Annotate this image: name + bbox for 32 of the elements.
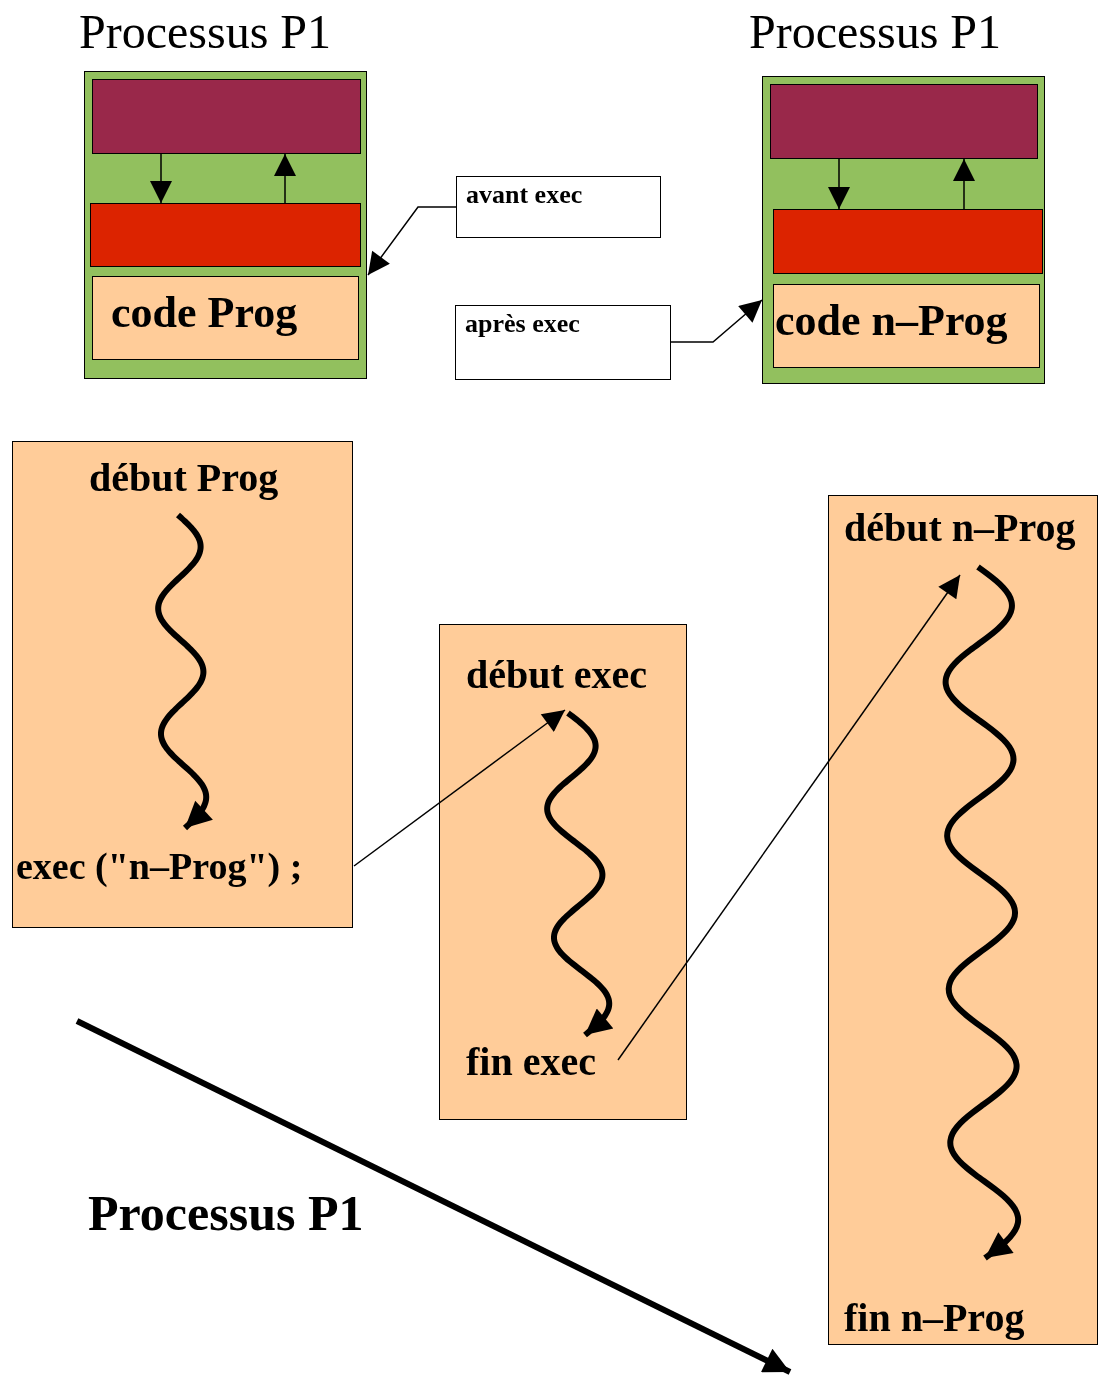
code-label: code Prog — [111, 289, 298, 338]
code-label: code n–Prog — [775, 297, 1008, 346]
arrow — [367, 206, 457, 276]
memory-block — [773, 209, 1043, 274]
end-label: fin exec — [466, 1040, 596, 1084]
program-panel — [828, 495, 1098, 1345]
end-label: fin n–Prog — [844, 1296, 1025, 1340]
arrow — [617, 574, 961, 1061]
box-label: avant exec — [466, 181, 583, 210]
arrow — [670, 299, 763, 343]
start-label: début n–Prog — [844, 506, 1076, 550]
code-box — [92, 276, 359, 360]
program-panel — [439, 624, 687, 1120]
memory-block — [770, 84, 1038, 159]
start-label: début Prog — [89, 456, 279, 500]
note-box — [456, 176, 661, 238]
arrow — [828, 158, 850, 210]
box-label: après exec — [465, 310, 580, 339]
arrow — [353, 709, 566, 867]
memory-block — [92, 79, 361, 154]
arrow — [953, 158, 975, 210]
process-heading: Processus P1 — [79, 6, 332, 59]
note-box — [455, 305, 671, 380]
memory-block — [90, 203, 361, 267]
exec-call-label: exec ("n–Prog") ; — [16, 846, 303, 888]
program-panel — [12, 441, 353, 928]
code-box — [773, 284, 1040, 368]
process-label: Processus P1 — [88, 1186, 364, 1241]
arrow — [274, 153, 296, 204]
start-label: début exec — [466, 653, 648, 697]
arrow — [150, 153, 172, 204]
process-heading: Processus P1 — [749, 6, 1002, 59]
